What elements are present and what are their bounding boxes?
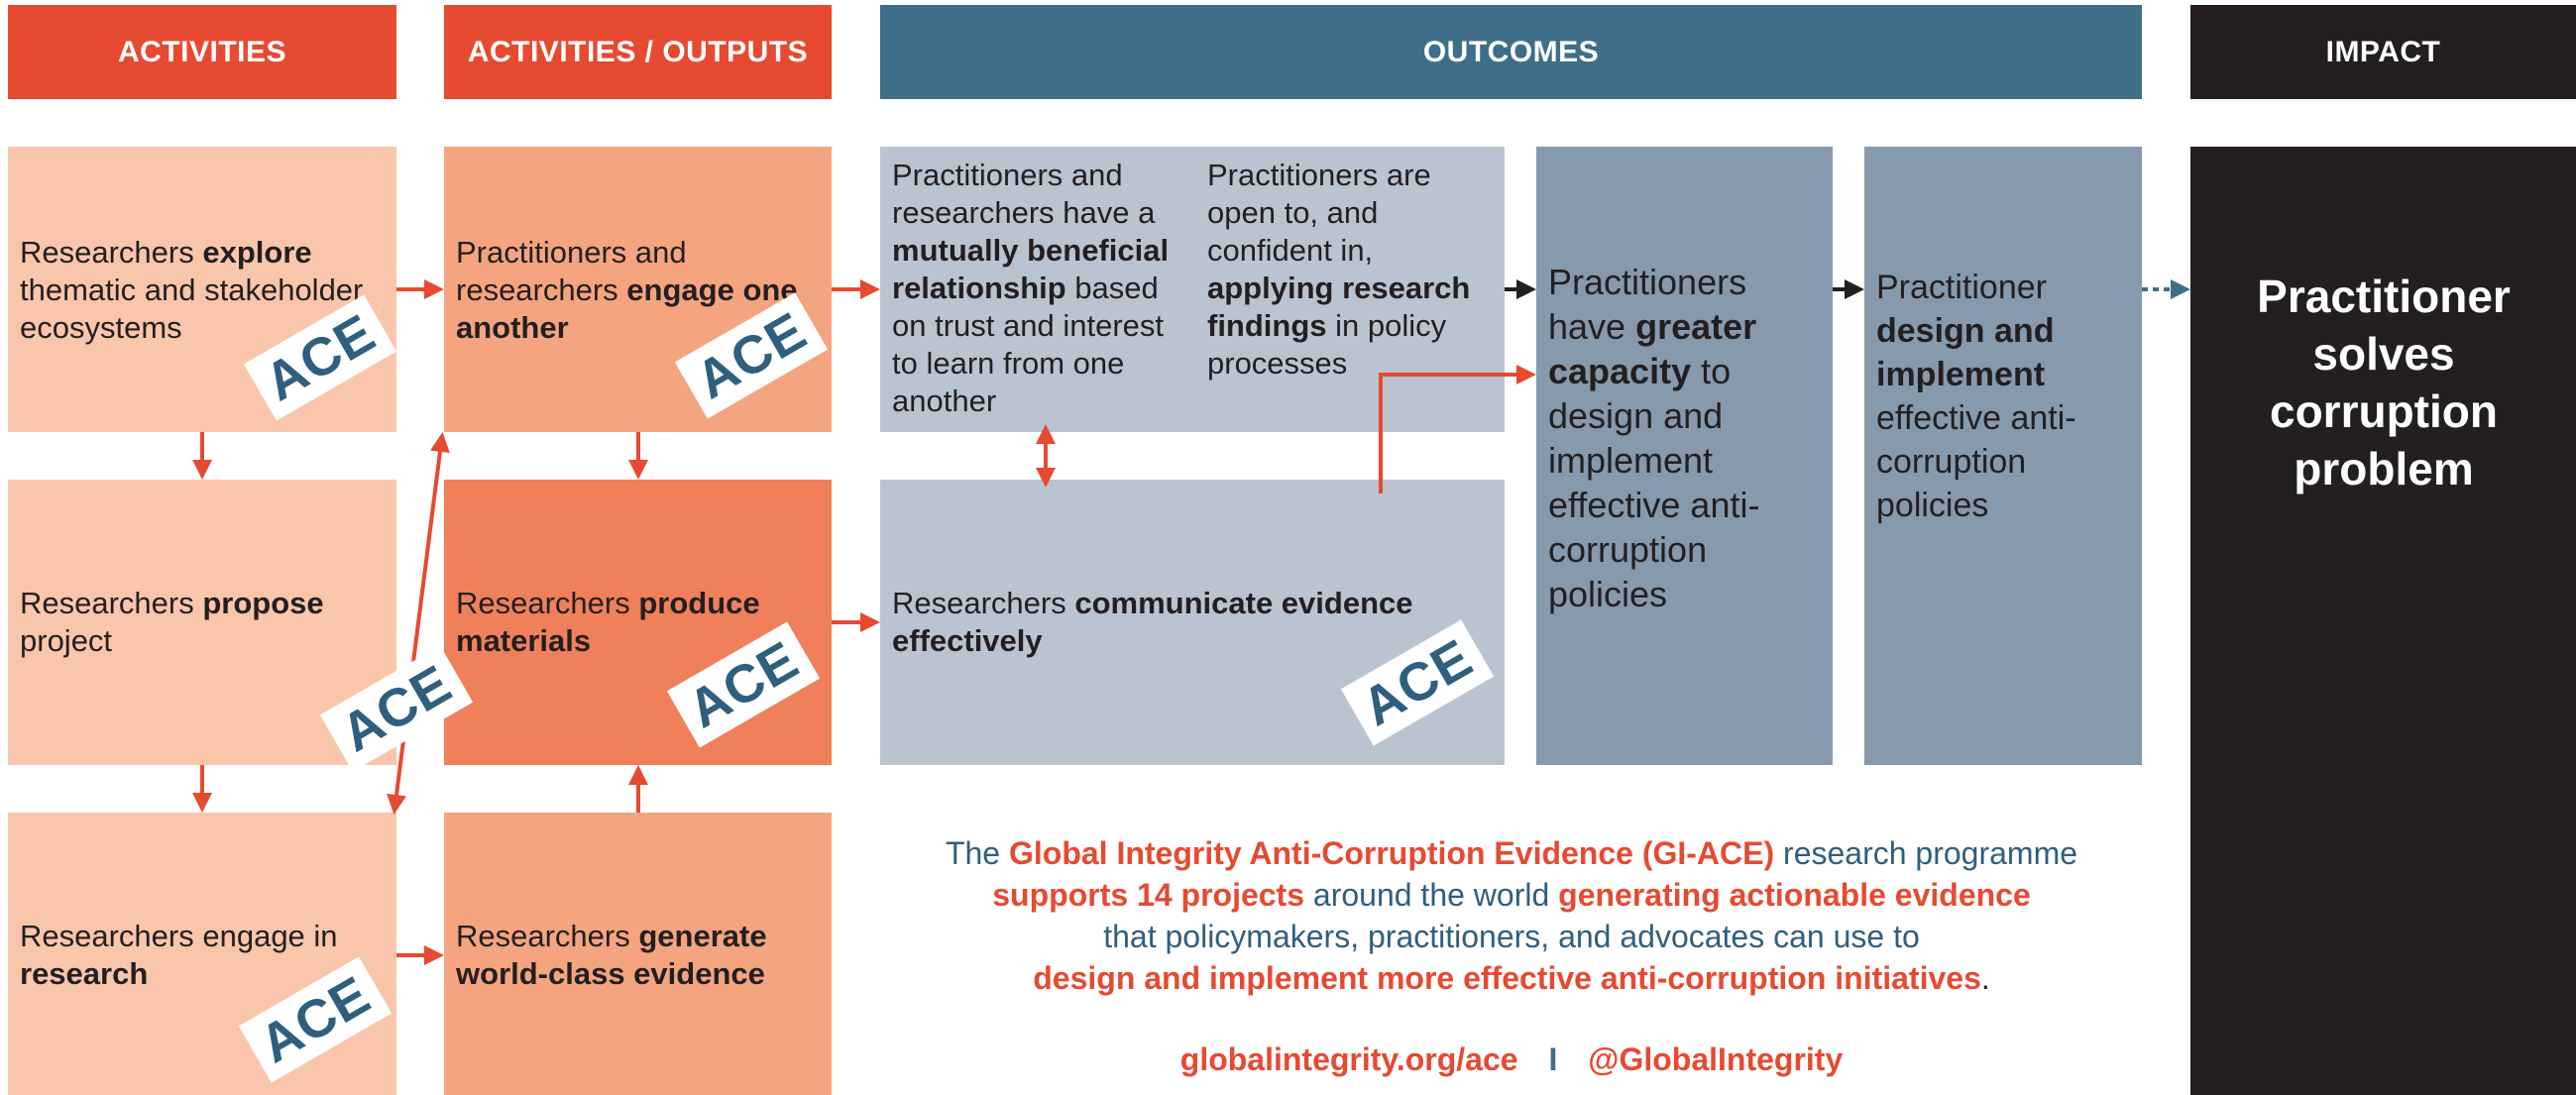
box-relationship-post: based on trust and interest to learn fro… — [892, 271, 1164, 418]
box-open-to-post: in policy processes — [1207, 308, 1447, 381]
footer-s3: research programme — [1774, 835, 2078, 871]
box-engage-research: Researchers engage in research ACE — [8, 813, 396, 1095]
box-impact: Practitioner solves corruption problem — [2190, 147, 2576, 1095]
box-communicate-bold: communicate evidence effectively — [892, 586, 1413, 658]
box-relationship-bold: mutually beneficial relationship — [892, 233, 1170, 305]
box-design-post: effective anti-corruption policies — [1876, 399, 2076, 524]
footer-links: globalintegrity.org/ace I @GlobalIntegri… — [882, 1039, 2141, 1080]
box-engage-research-pre: Researchers engage in — [20, 919, 338, 953]
box-communicate-pre: Researchers — [892, 586, 1075, 620]
footer-s7: that policymakers, practitioners, and ad… — [1103, 919, 1920, 954]
header-outcomes: OUTCOMES — [880, 5, 2142, 99]
box-engage-research-bold: research — [20, 956, 149, 991]
box-produce: Researchers produce materials ACE — [444, 480, 832, 765]
box-propose-pre: Researchers — [20, 586, 203, 620]
box-open-to-pre: Practitioners are open to, and confident… — [1207, 158, 1431, 268]
box-explore-post: thematic and stakeholder ecosystems — [20, 273, 364, 345]
box-explore: Researchers explore thematic and stakeho… — [8, 147, 396, 432]
header-activities: ACTIVITIES — [8, 5, 396, 99]
box-capacity-bold: greater capacity — [1548, 306, 1757, 391]
box-produce-bold: produce materials — [456, 586, 760, 658]
footer-separator: I — [1548, 1041, 1558, 1077]
box-capacity-post: to design and implement effective anti-c… — [1548, 351, 1760, 614]
footer-s5: around the world — [1304, 877, 1559, 913]
footer-handle-link[interactable]: @GlobalIntegrity — [1588, 1041, 1844, 1077]
header-activities-outputs: ACTIVITIES / OUTPUTS — [444, 5, 832, 99]
header-impact: IMPACT — [2190, 5, 2576, 99]
box-capacity-pre: Practitioners have — [1548, 262, 1747, 347]
box-design: Practitioner design and implement effect… — [1864, 147, 2142, 765]
arrow-cross-bidirectional — [387, 432, 450, 815]
footer-description: The Global Integrity Anti-Corruption Evi… — [882, 832, 2141, 999]
box-design-bold: design and implement — [1876, 312, 2055, 393]
impact-text: Practitioner solves corruption problem — [2257, 271, 2511, 494]
footer-s8: design and implement more effective anti… — [1033, 960, 1981, 996]
box-engage-another: Practitioners and researchers engage one… — [444, 147, 832, 432]
footer-url-link[interactable]: globalintegrity.org/ace — [1179, 1041, 1518, 1077]
footer-s2: Global Integrity Anti-Corruption Evidenc… — [1008, 835, 1775, 871]
footer-s1: The — [945, 835, 1009, 871]
footer-s6: generating actionable evidence — [1558, 877, 2031, 913]
box-relationship-pre: Practitioners and researchers have a — [892, 158, 1156, 230]
box-explore-pre: Researchers — [20, 235, 203, 270]
box-produce-pre: Researchers — [456, 586, 639, 620]
footer-s4: supports 14 projects — [992, 877, 1304, 913]
box-propose-bold: propose — [202, 586, 324, 620]
box-capacity: Practitioners have greater capacity to d… — [1536, 147, 1833, 765]
box-design-pre: Practitioner — [1876, 269, 2047, 306]
box-generate-bold: generate world-class evidence — [456, 919, 767, 991]
box-explore-bold: explore — [202, 235, 312, 270]
box-communicate: Researchers communicate evidence effecti… — [880, 480, 1505, 765]
box-open-to-bold: applying research findings — [1207, 271, 1471, 343]
box-generate: Researchers generate world-class evidenc… — [444, 813, 832, 1095]
box-propose-post: project — [20, 623, 113, 658]
box-relationship: Practitioners and researchers have a mut… — [880, 147, 1505, 432]
box-engage-another-bold: engage one another — [456, 273, 798, 345]
box-generate-pre: Researchers — [456, 919, 639, 953]
footer-s9: . — [1980, 960, 1990, 996]
box-engage-another-pre: Practitioners and researchers — [456, 235, 687, 307]
